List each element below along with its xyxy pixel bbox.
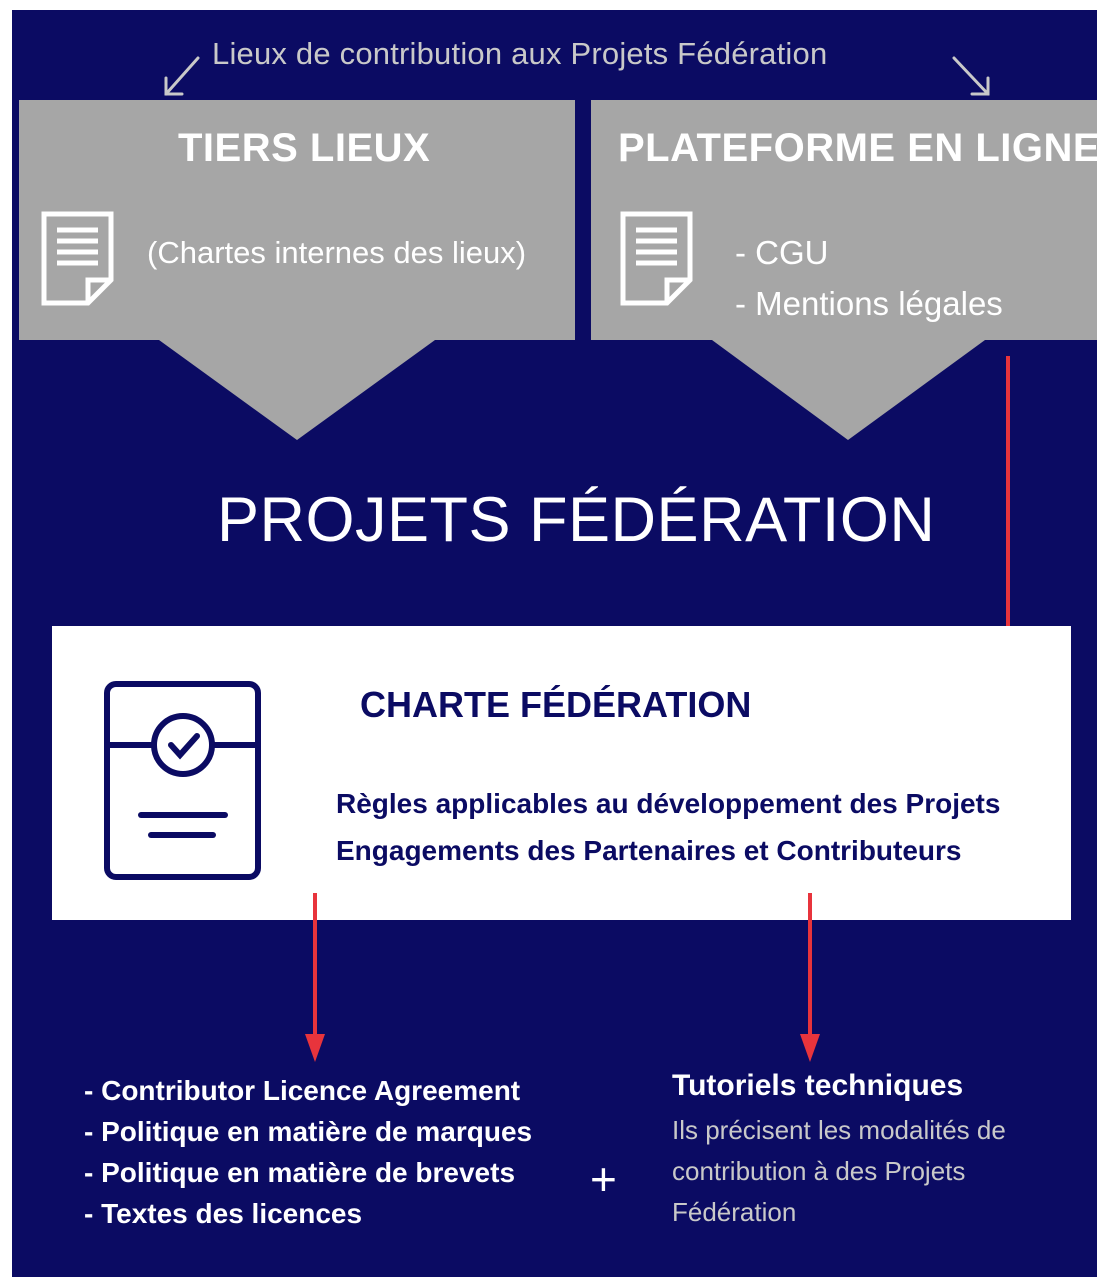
diagram-caption: Lieux de contribution aux Projets Fédéra…: [212, 36, 828, 71]
plateforme-item-cgu: - CGU: [735, 234, 829, 271]
plateforme-box: [591, 100, 1097, 440]
arrow-charte-to-tutoriels: [800, 893, 820, 1062]
arrow-charte-to-list: [305, 893, 325, 1062]
tiers-lieux-title: TIERS LIEUX: [178, 126, 431, 170]
tiers-lieux-text: (Chartes internes des lieux): [147, 235, 527, 270]
list-item: - Contributor Licence Agreement: [84, 1075, 521, 1106]
tutoriels-line: Fédération: [672, 1197, 797, 1227]
plus-icon: +: [590, 1153, 617, 1205]
tutoriels-line: contribution à des Projets: [672, 1156, 966, 1186]
charte-rule: Engagements des Partenaires et Contribut…: [336, 835, 962, 866]
tiers-lieux-box: [19, 100, 575, 440]
charte-title: CHARTE FÉDÉRATION: [360, 684, 752, 725]
projets-federation-title: PROJETS FÉDÉRATION: [217, 485, 936, 555]
plateforme-title: PLATEFORME EN LIGNE: [618, 126, 1097, 170]
plateforme-document-icon: [620, 211, 693, 306]
tutoriels-title: Tutoriels techniques: [672, 1069, 964, 1102]
charte-box: [52, 626, 1071, 920]
caption-arrow-left: [164, 56, 200, 96]
list-item: - Textes des licences: [84, 1198, 363, 1229]
list-item: - Politique en matière de marques: [84, 1116, 533, 1147]
charte-certified-icon: [104, 681, 261, 880]
tutoriels-line: Ils précisent les modalités de: [672, 1115, 1006, 1145]
caption-arrow-right: [952, 56, 990, 96]
plateforme-item-mentions: - Mentions légales: [735, 285, 1003, 322]
list-item: - Politique en matière de brevets: [84, 1157, 516, 1188]
tiers-document-icon: [41, 211, 114, 306]
charte-rule: Règles applicables au développement des …: [336, 788, 1001, 819]
